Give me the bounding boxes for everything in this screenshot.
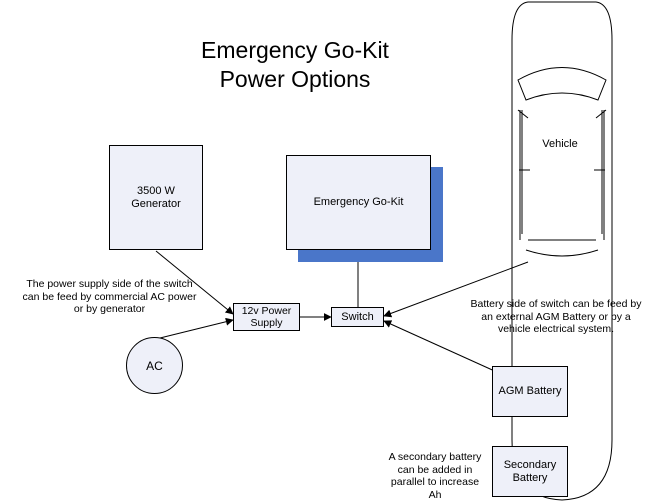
generator-label: 3500 W Generator	[131, 184, 181, 210]
secondary-battery-label: Secondary Battery	[503, 458, 557, 484]
arrow-generator-to-supply	[155, 250, 234, 315]
secondary-battery-note: A secondary battery can be added in para…	[388, 451, 482, 501]
power-supply-box: 12v Power Supply	[233, 303, 300, 331]
ac-label: AC	[146, 358, 163, 373]
agm-battery-box: AGM Battery	[492, 366, 568, 417]
arrow-agm-to-switch	[383, 320, 500, 374]
generator-box: 3500 W Generator	[109, 145, 203, 250]
battery-side-note: Battery side of switch can be feed by an…	[470, 298, 642, 335]
switch-box: Switch	[331, 307, 384, 327]
gokit-box: Emergency Go-Kit	[286, 155, 431, 250]
power-side-note: The power supply side of the switch can …	[22, 278, 197, 315]
arrow-ac-to-supply	[159, 317, 234, 339]
title-line-2: Power Options	[219, 66, 371, 92]
diagram-title: Emergency Go-Kit Power Options	[170, 36, 420, 94]
vehicle-outline	[511, 1, 613, 501]
power-supply-label: 12v Power Supply	[241, 305, 292, 329]
gokit-label: Emergency Go-Kit	[313, 196, 404, 208]
title-line-1: Emergency Go-Kit	[201, 37, 389, 63]
agm-battery-label: AGM Battery	[498, 385, 562, 397]
ac-source: AC	[126, 337, 183, 394]
vehicle-label: Vehicle	[542, 138, 578, 150]
arrow-vehicle-to-switch	[383, 261, 529, 318]
switch-label: Switch	[341, 310, 374, 323]
secondary-battery-box: Secondary Battery	[492, 446, 568, 497]
